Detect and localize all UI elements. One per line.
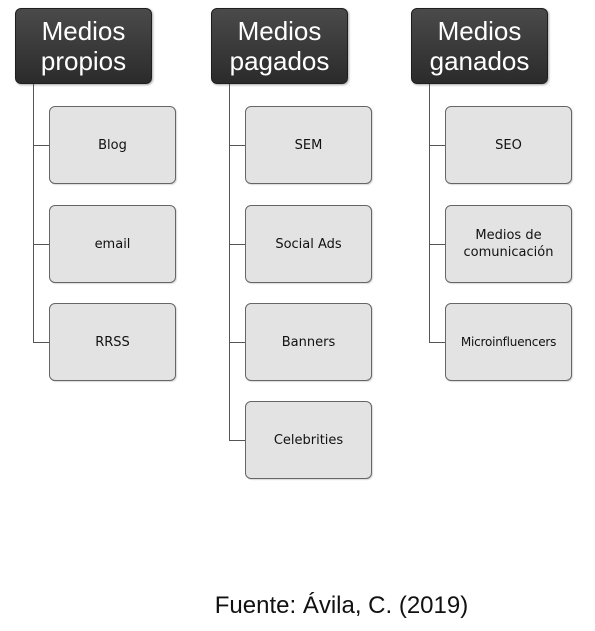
connector-line: [429, 342, 446, 343]
item-box: Social Ads: [245, 205, 372, 283]
column-medios-propios: Medios propios Blog email RRSS: [15, 0, 185, 520]
item-label: SEO: [495, 137, 522, 153]
connector-line: [429, 84, 430, 343]
connector-line: [229, 84, 230, 440]
column-header: Medios propios: [15, 8, 152, 84]
connector-line: [229, 244, 246, 245]
connector-line: [229, 145, 246, 146]
connector-line: [33, 145, 50, 146]
column-title: Medios pagados: [229, 16, 330, 76]
item-label: email: [94, 236, 131, 252]
connector-line: [429, 244, 446, 245]
source-caption: Fuente: Ávila, C. (2019): [214, 592, 469, 619]
item-box: Medios de comunicación: [445, 205, 572, 283]
item-label: Social Ads: [275, 236, 342, 252]
item-label: SEM: [294, 137, 323, 153]
item-box: Banners: [245, 303, 372, 381]
item-label: RRSS: [95, 334, 130, 350]
item-label: Medios de comunicación: [463, 228, 554, 260]
column-header: Medios ganados: [411, 8, 548, 84]
column-header: Medios pagados: [211, 8, 348, 84]
item-label: Banners: [281, 334, 336, 350]
item-box: Microinfluencers: [445, 303, 572, 381]
connector-line: [33, 244, 50, 245]
column-title: Medios ganados: [429, 16, 530, 76]
column-title: Medios propios: [40, 16, 127, 76]
connector-line: [33, 342, 50, 343]
connector-line: [429, 145, 446, 146]
connector-line: [33, 84, 34, 343]
connector-line: [229, 342, 246, 343]
item-box: email: [49, 205, 176, 283]
item-box: Blog: [49, 106, 176, 184]
item-box: RRSS: [49, 303, 176, 381]
item-label: Blog: [98, 137, 127, 153]
item-label: Microinfluencers: [460, 334, 557, 349]
column-medios-ganados: Medios ganados SEO Medios de comunicació…: [411, 0, 581, 520]
item-box: SEO: [445, 106, 572, 184]
connector-line: [229, 440, 246, 441]
item-box: Celebrities: [245, 401, 372, 479]
item-label: Celebrities: [273, 432, 344, 448]
item-box: SEM: [245, 106, 372, 184]
column-medios-pagados: Medios pagados SEM Social Ads Banners Ce…: [211, 0, 381, 520]
